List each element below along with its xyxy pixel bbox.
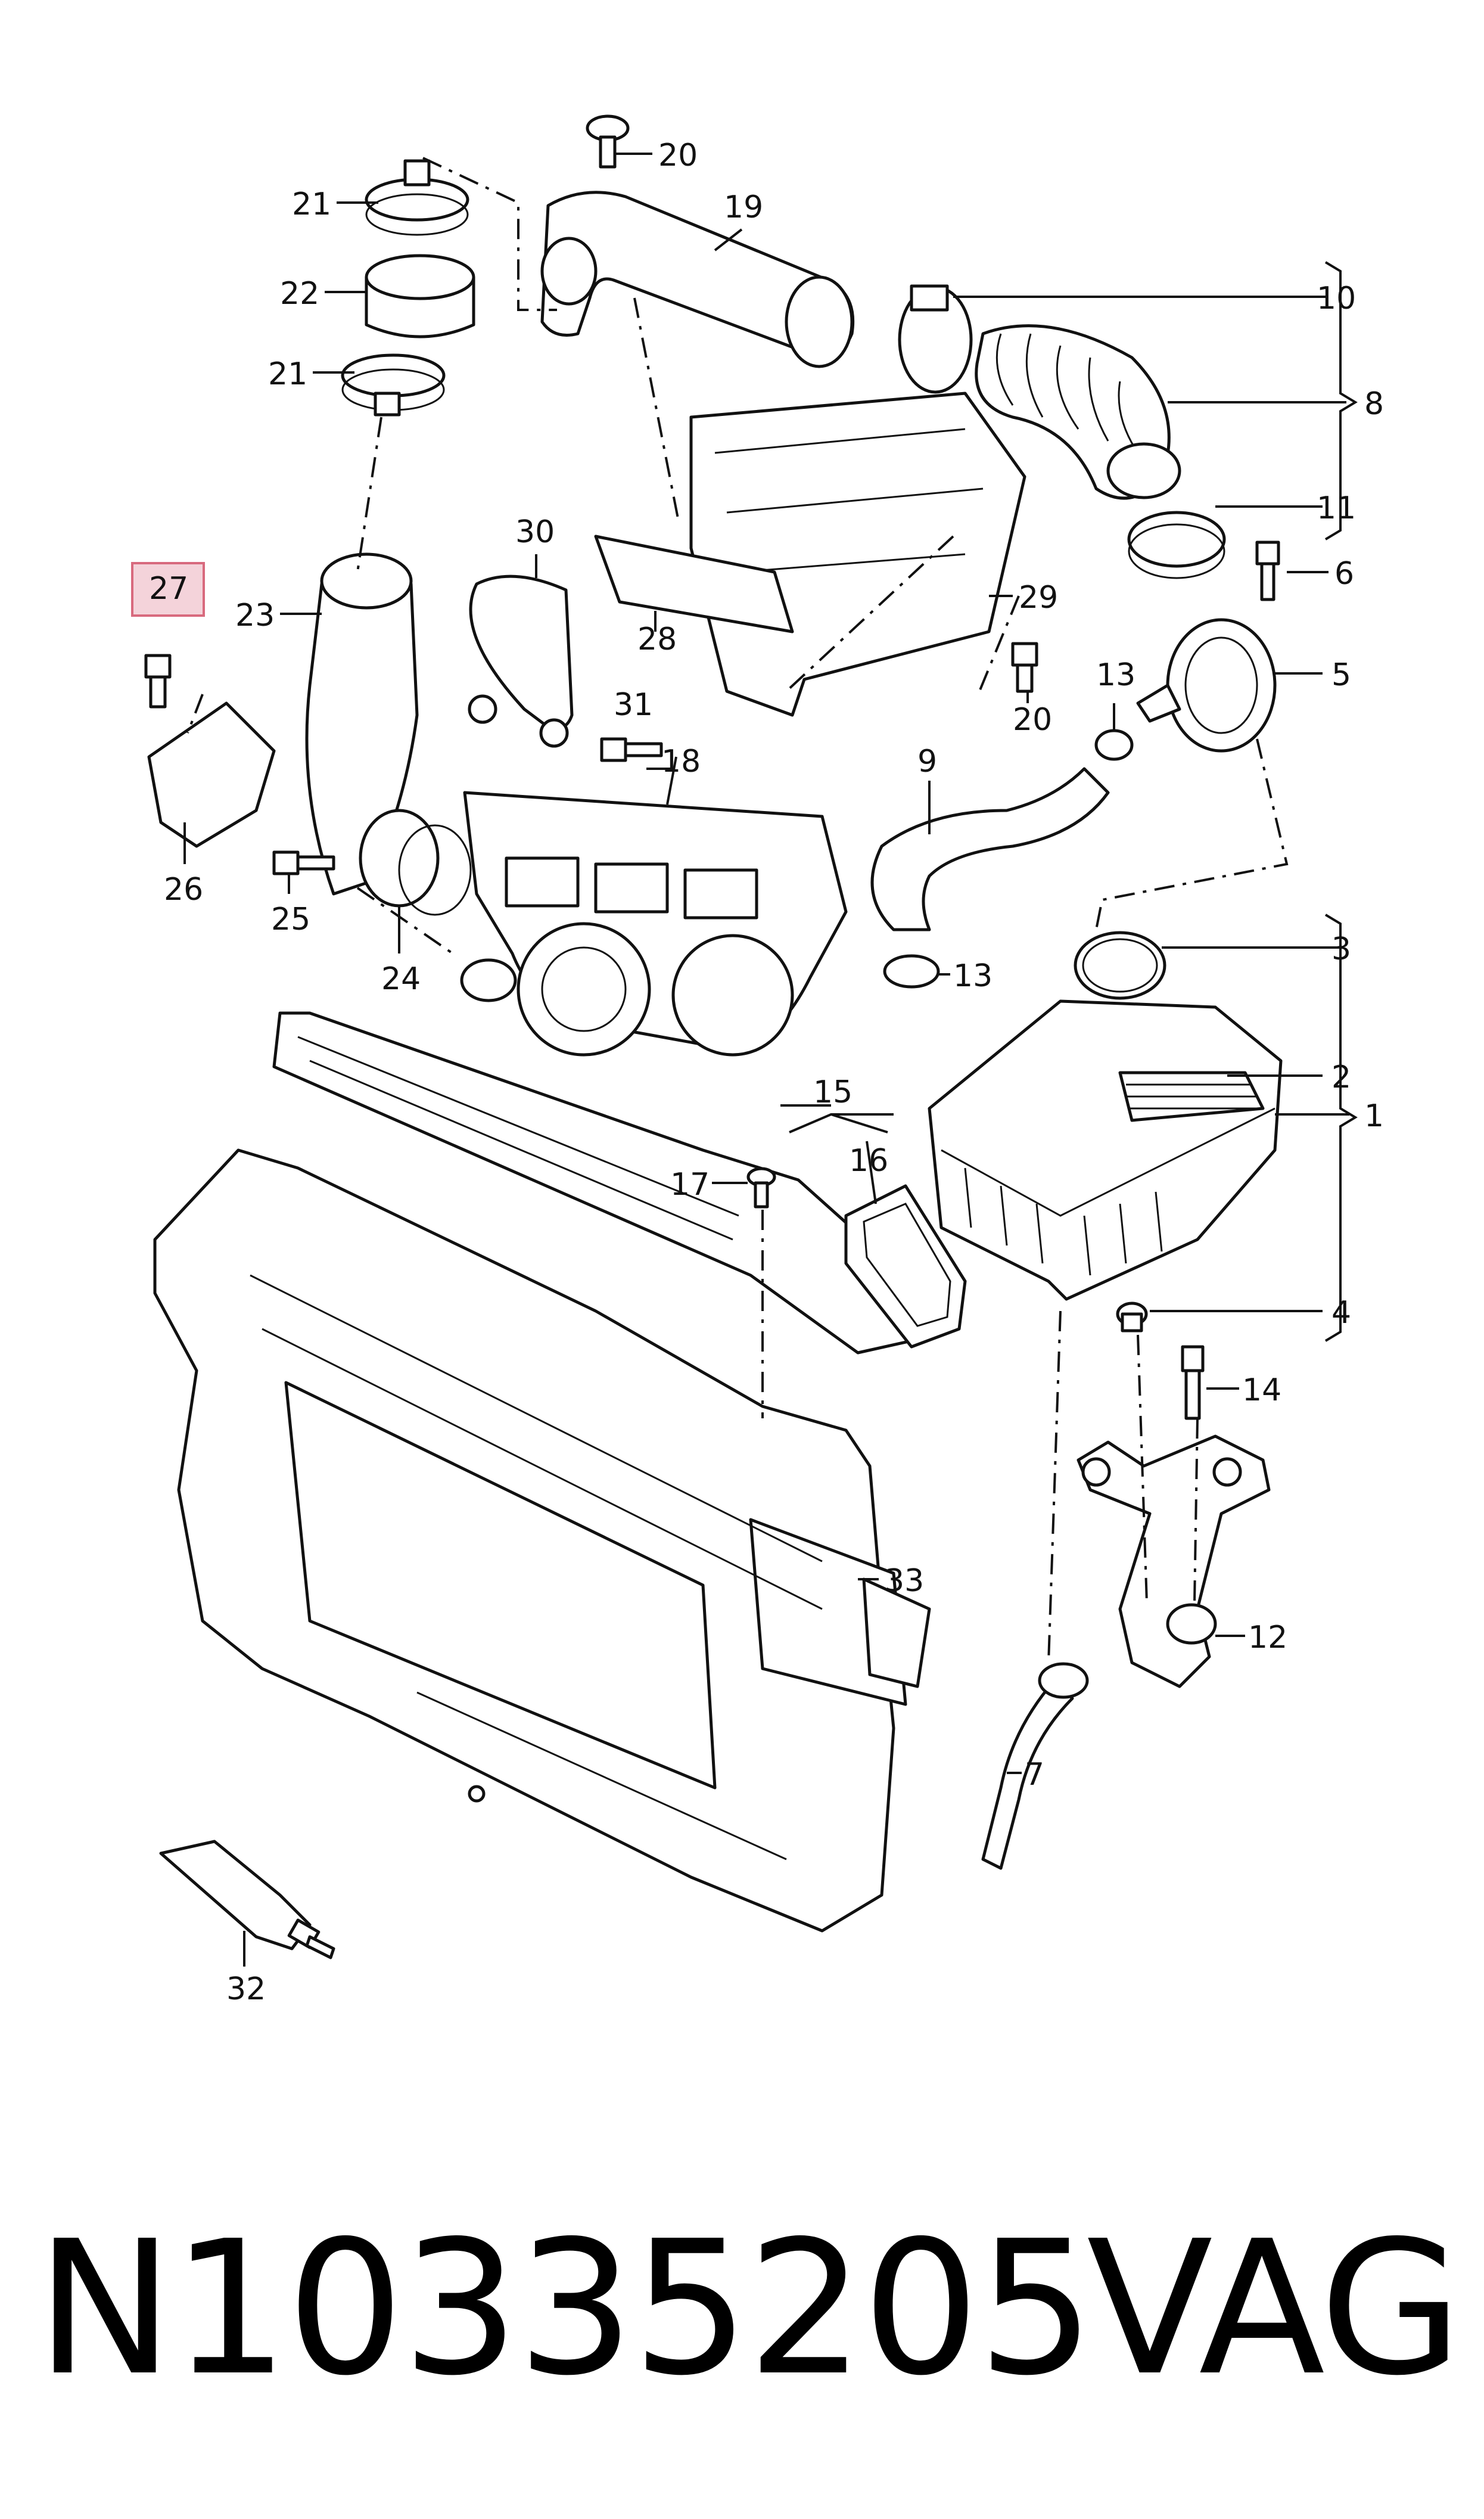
callout-32[interactable]: 32: [226, 1971, 266, 2007]
callout-10[interactable]: 10: [1317, 281, 1356, 316]
callout-21-upper[interactable]: 21: [292, 187, 331, 222]
callout-18[interactable]: 18: [661, 744, 701, 779]
hose-clamp-11: [1127, 511, 1226, 579]
pressure-pipe-19: [540, 191, 855, 368]
callout-14[interactable]: 14: [1242, 1372, 1281, 1408]
callout-20-lower[interactable]: 20: [1013, 702, 1052, 738]
callout-17[interactable]: 17: [670, 1167, 710, 1203]
callout-11[interactable]: 11: [1317, 490, 1356, 526]
turbocharger-18: [460, 791, 848, 1057]
bolt-14: [1181, 1345, 1205, 1420]
filter-element-2: [1118, 1071, 1265, 1122]
corrugated-hose-8: [975, 324, 1181, 500]
seals-24: [359, 809, 472, 916]
part-number-caption: N10335205: [36, 2201, 1095, 2416]
callout-13-lower[interactable]: 13: [953, 958, 993, 994]
leader-lines: [183, 153, 1358, 1967]
callout-20-upper[interactable]: 20: [658, 138, 698, 173]
screw-6: [1255, 541, 1280, 601]
callout-13-upper[interactable]: 13: [1096, 657, 1135, 693]
hose-clip-13-lower: [883, 954, 940, 989]
hose-9: [870, 767, 1110, 931]
callout-28[interactable]: 28: [637, 622, 677, 657]
grease-tube-32: [159, 1840, 335, 1959]
callout-3[interactable]: 3: [1331, 931, 1351, 967]
screw-17: [746, 1167, 776, 1209]
callout-5[interactable]: 5: [1331, 657, 1351, 693]
callout-24[interactable]: 24: [381, 961, 421, 997]
hose-clamp-21-upper: [365, 159, 469, 236]
callout-22[interactable]: 22: [280, 276, 319, 312]
callout-9[interactable]: 9: [917, 744, 937, 779]
bracket-12: [1077, 1434, 1271, 1688]
parts-artwork: [144, 114, 1283, 1959]
callout-7[interactable]: 7: [1025, 1757, 1044, 1793]
bracket-28: [594, 535, 794, 633]
bolt-20-lower: [1011, 642, 1038, 693]
callout-26[interactable]: 26: [164, 872, 203, 908]
callout-27[interactable]: 27: [149, 571, 188, 607]
callout-8[interactable]: 8: [1364, 386, 1384, 422]
callout-33[interactable]: 33: [885, 1563, 924, 1599]
callout-25[interactable]: 25: [271, 902, 310, 937]
grommet-4: [1116, 1302, 1148, 1333]
sleeve-22: [365, 254, 475, 338]
callout-4[interactable]: 4: [1331, 1295, 1351, 1331]
lock-carrier-33: [153, 1148, 931, 1933]
bracket-26: [147, 701, 276, 848]
callout-16[interactable]: 16: [849, 1143, 888, 1179]
callout-15[interactable]: 15: [813, 1074, 853, 1110]
air-filter-housing-1: [928, 999, 1283, 1301]
callout-23[interactable]: 23: [235, 598, 275, 633]
callout-1[interactable]: 1: [1364, 1098, 1384, 1134]
bolt-20-upper: [586, 114, 630, 169]
callout-6[interactable]: 6: [1334, 556, 1354, 592]
duct-seal-16: [844, 1184, 967, 1349]
callout-27-highlight: [131, 562, 205, 617]
callout-12[interactable]: 12: [1248, 1620, 1287, 1655]
bolt-27: [144, 654, 172, 709]
hose-clamp-21-lower: [341, 353, 446, 417]
hose-clip-13-upper: [1094, 729, 1134, 761]
coolant-line-30: [468, 574, 574, 748]
callout-19[interactable]: 19: [724, 190, 763, 225]
brand-caption: VAG: [1086, 2201, 1463, 2416]
bolt-25: [272, 850, 335, 875]
callout-2[interactable]: 2: [1331, 1060, 1351, 1095]
callout-30[interactable]: 30: [515, 514, 555, 550]
callout-21-lower[interactable]: 21: [268, 356, 307, 392]
o-ring-3: [1074, 931, 1166, 1000]
intake-connector-5: [1136, 618, 1277, 753]
hose-clamp-10: [898, 284, 973, 394]
callout-29[interactable]: 29: [1019, 580, 1058, 616]
drain-hose-7: [981, 1662, 1089, 1870]
heat-shield-29: [689, 392, 1026, 717]
screw-31: [600, 737, 663, 762]
callout-31[interactable]: 31: [614, 687, 653, 723]
callout-labels: 1 2 3 4 5 6 7 8 9 10 11 12 13 13 14 15 1…: [149, 138, 1384, 2007]
